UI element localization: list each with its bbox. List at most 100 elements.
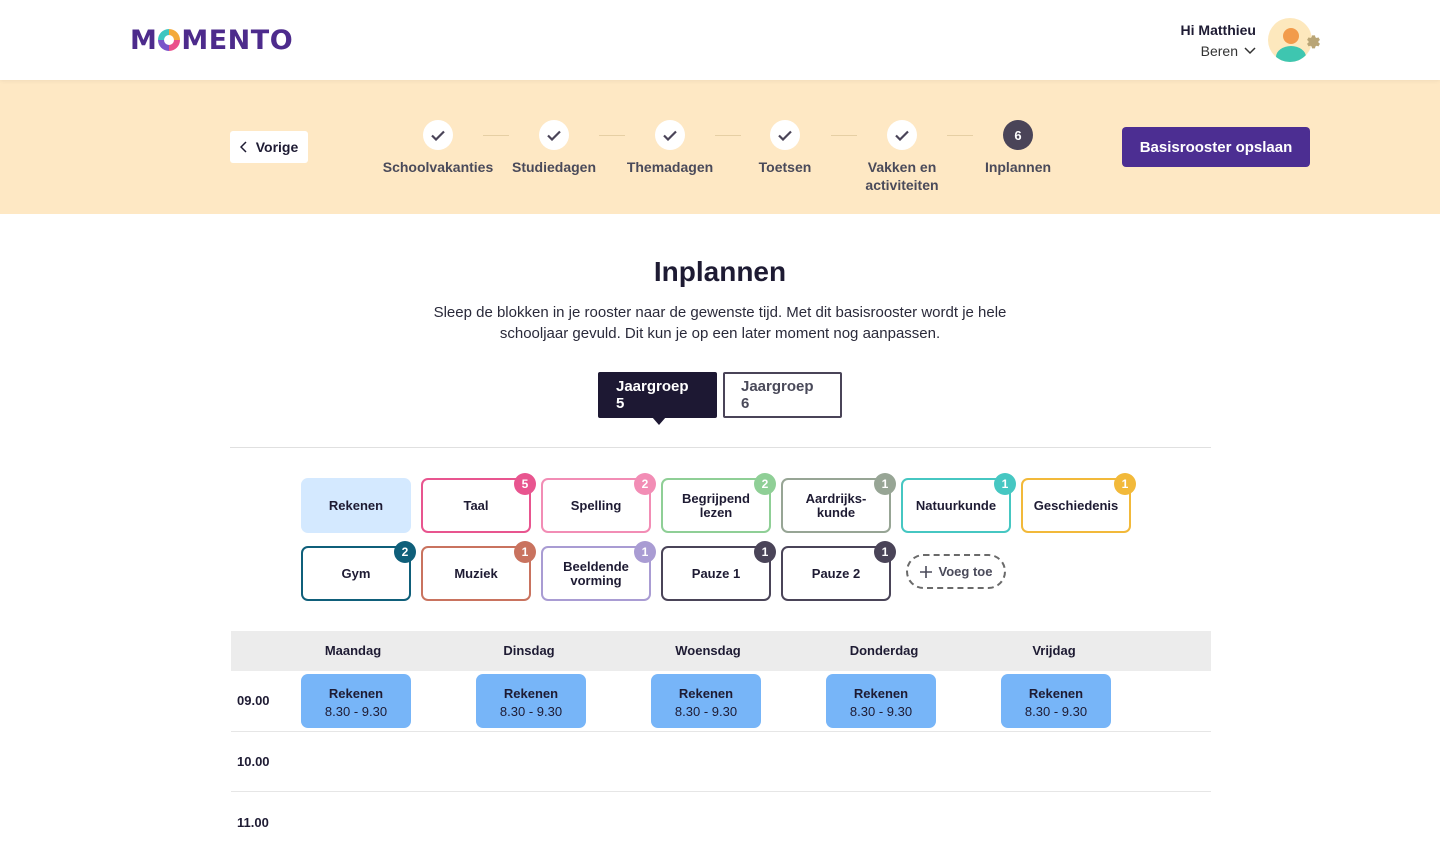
- subject-block[interactable]: Natuurkunde 1: [901, 473, 1016, 533]
- day-header: Dinsdag: [503, 643, 555, 658]
- previous-button[interactable]: Vorige: [230, 131, 308, 163]
- count-badge: 1: [994, 473, 1016, 495]
- subject-block[interactable]: Spelling 2: [541, 473, 656, 533]
- scheduled-lesson[interactable]: Rekenen 8.30 - 9.30: [301, 674, 411, 728]
- block-label: Beeldende vorming: [563, 558, 629, 588]
- check-icon: [887, 120, 917, 150]
- lesson-name: Rekenen: [503, 686, 559, 701]
- avatar[interactable]: [1268, 18, 1312, 62]
- count-badge: 1: [634, 541, 656, 563]
- row-divider: [231, 731, 1211, 732]
- block-label: Rekenen: [328, 497, 384, 513]
- subject-block[interactable]: Pauze 1 1: [661, 541, 776, 601]
- scheduled-lesson[interactable]: Rekenen 8.30 - 9.30: [651, 674, 761, 728]
- step-label: Schoolvakanties: [382, 159, 494, 175]
- subject-block[interactable]: Gym 2: [301, 541, 416, 601]
- step-connector: [715, 135, 741, 136]
- lesson-time: 8.30 - 9.30: [499, 704, 563, 719]
- block-label: Geschiedenis: [1033, 497, 1119, 513]
- step-label: Toetsen: [758, 159, 812, 175]
- progress-stepper: Vorige Schoolvakanties Studiedagen Thema…: [0, 80, 1440, 214]
- count-badge: 1: [874, 541, 896, 563]
- lesson-name: Rekenen: [853, 686, 909, 701]
- block-label: Spelling: [570, 497, 622, 513]
- count-badge: 1: [514, 541, 536, 563]
- scheduled-lesson[interactable]: Rekenen 8.30 - 9.30: [1001, 674, 1111, 728]
- step-number: 6: [1003, 120, 1033, 150]
- time-label: 09.00: [237, 693, 270, 708]
- step-connector: [831, 135, 857, 136]
- block-label: Taal: [463, 497, 489, 513]
- lesson-name: Rekenen: [328, 686, 384, 701]
- check-icon: [423, 120, 453, 150]
- lesson-time: 8.30 - 9.30: [674, 704, 738, 719]
- block-label: Muziek: [454, 565, 498, 581]
- count-badge: 1: [1114, 473, 1136, 495]
- time-label: 11.00: [237, 815, 269, 830]
- step-schoolvakanties[interactable]: Schoolvakanties: [378, 120, 498, 176]
- gear-icon[interactable]: [1303, 31, 1321, 49]
- count-badge: 5: [514, 473, 536, 495]
- check-icon: [655, 120, 685, 150]
- count-badge: 2: [394, 541, 416, 563]
- step-toetsen[interactable]: Toetsen: [725, 120, 845, 176]
- step-label: Studiedagen: [511, 159, 596, 175]
- step-connector: [947, 135, 973, 136]
- lesson-time: 8.30 - 9.30: [1024, 704, 1088, 719]
- step-connector: [599, 135, 625, 136]
- block-label: Pauze 1: [691, 565, 741, 581]
- user-greeting: Hi Matthieu Beren: [1181, 22, 1256, 61]
- lesson-name: Rekenen: [1028, 686, 1084, 701]
- count-badge: 2: [634, 473, 656, 495]
- count-badge: 1: [754, 541, 776, 563]
- tab-jaargroep-5[interactable]: Jaargroep 5: [598, 372, 717, 425]
- lesson-time: 8.30 - 9.30: [324, 704, 388, 719]
- divider: [230, 447, 1211, 448]
- schedule-header: Maandag Dinsdag Woensdag Donderdag Vrijd…: [231, 631, 1211, 671]
- check-icon: [539, 120, 569, 150]
- page-description: Sleep de blokken in je rooster naar de g…: [433, 304, 1007, 342]
- scheduled-lesson[interactable]: Rekenen 8.30 - 9.30: [826, 674, 936, 728]
- step-label: Vakken en activiteiten: [865, 159, 939, 193]
- scheduled-lesson[interactable]: Rekenen 8.30 - 9.30: [476, 674, 586, 728]
- step-vakken-en-activiteiten[interactable]: Vakken en activiteiten: [842, 120, 962, 194]
- block-label: Natuurkunde: [915, 497, 997, 513]
- step-connector: [483, 135, 509, 136]
- step-label: Inplannen: [984, 159, 1052, 175]
- row-divider: [231, 791, 1211, 792]
- block-label: Begrijpend lezen: [682, 490, 750, 520]
- subject-block[interactable]: Geschiedenis 1: [1021, 473, 1136, 533]
- step-studiedagen[interactable]: Studiedagen: [494, 120, 614, 176]
- save-schedule-button[interactable]: Basisrooster opslaan: [1122, 127, 1310, 167]
- block-label: Gym: [341, 565, 371, 581]
- subject-block[interactable]: Rekenen: [301, 478, 411, 533]
- day-header: Donderdag: [849, 643, 919, 658]
- logo-o-icon: [158, 29, 181, 51]
- lesson-time: 8.30 - 9.30: [849, 704, 913, 719]
- subject-block[interactable]: Taal 5: [421, 473, 536, 533]
- step-label: Themadagen: [626, 159, 714, 175]
- day-header: Woensdag: [675, 643, 741, 658]
- step-themadagen[interactable]: Themadagen: [610, 120, 730, 176]
- page-title: Inplannen: [653, 256, 787, 287]
- tab-jaargroep-6[interactable]: Jaargroep 6: [723, 372, 842, 418]
- group-name: Beren: [1200, 43, 1238, 59]
- greeting-text: Hi Matthieu: [1180, 22, 1256, 38]
- check-icon: [770, 120, 800, 150]
- add-block-button[interactable]: Voeg toe: [906, 554, 1006, 589]
- day-header: Vrijdag: [1032, 643, 1076, 658]
- chevron-down-icon: [1244, 47, 1256, 55]
- lesson-name: Rekenen: [678, 686, 734, 701]
- subject-block[interactable]: Muziek 1: [421, 541, 536, 601]
- block-label: Aardrijks- kunde: [805, 490, 867, 520]
- step-inplannen[interactable]: 6 Inplannen: [958, 120, 1078, 176]
- time-label: 10.00: [237, 754, 270, 769]
- group-selector[interactable]: Beren: [1201, 43, 1256, 59]
- chevron-left-icon: [239, 141, 247, 153]
